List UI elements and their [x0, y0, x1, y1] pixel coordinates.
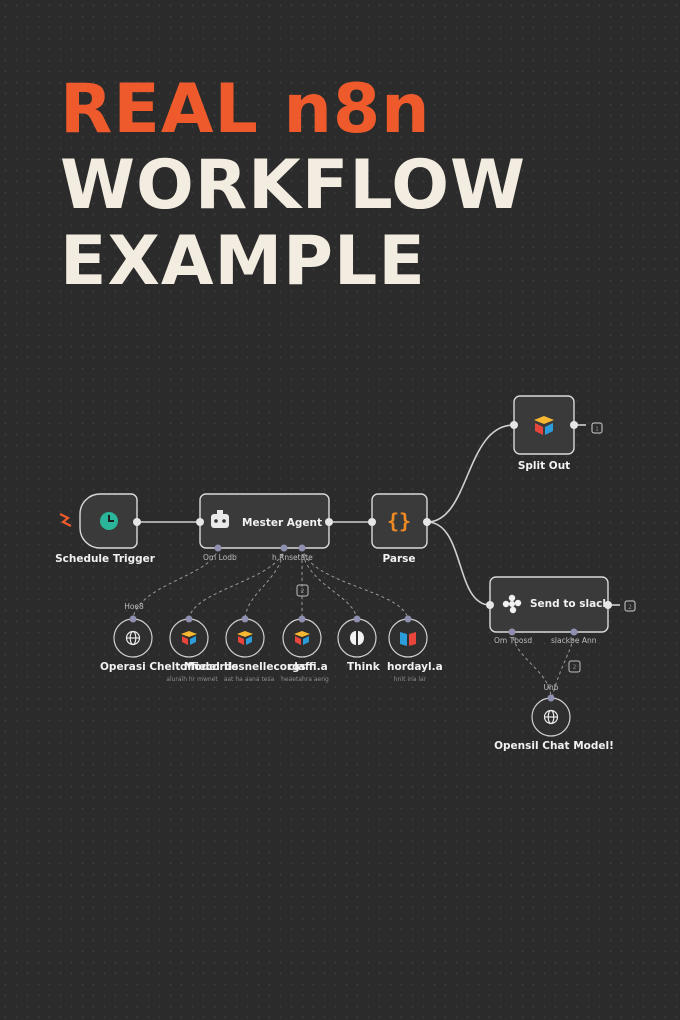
airtable-icon	[181, 631, 197, 645]
tool-label-1: Operasi Chelt Model	[100, 661, 220, 673]
parse-node[interactable]: {} Parse	[368, 493, 431, 565]
agent-sub-right: h Rnsetate	[272, 553, 313, 562]
globe-icon	[543, 709, 559, 725]
headline: REAL n8n WORKFLOW EXAMPLE	[60, 72, 526, 300]
master-agent-node[interactable]: Mester Agent Om Lodb h Rnsetate 2	[196, 493, 333, 597]
agent-counter: 2	[301, 588, 305, 595]
master-agent-label: Mester Agent	[242, 517, 322, 529]
tool-label-3: liesnellecorgs	[224, 661, 306, 673]
wire-parse-slack	[426, 521, 491, 606]
headline-line-3: EXAMPLE	[60, 222, 426, 301]
send-to-slack-label: Send to slack	[530, 598, 610, 610]
dash-slack-model	[511, 631, 552, 699]
dash-agent-tool-1	[132, 547, 219, 621]
send-to-slack-node[interactable]: Send to slack Om Tbosd slackbe Ann 2 2	[486, 576, 636, 673]
tool-4[interactable]	[282, 615, 322, 658]
globe-icon	[125, 630, 141, 646]
tool-label-5: Think	[347, 661, 381, 673]
headline-line-2: WORKFLOW	[60, 146, 527, 225]
tool-label-2: offiecords	[180, 661, 238, 673]
tool-label-6: hordayl.a	[387, 661, 443, 673]
split-out-node[interactable]: 1 Split Out	[510, 395, 603, 472]
slack-port-badge: 2	[628, 604, 632, 611]
tool-label-4: claffi.a	[288, 661, 328, 673]
agent-sub-left: Om Lodb	[203, 553, 237, 562]
tool-sub-4: heaetahra aeng	[281, 676, 329, 683]
openai-model-label: Opensil Chat Model!	[494, 740, 614, 752]
wire-parse-split	[426, 424, 515, 523]
split-out-port-badge: 1	[595, 426, 599, 433]
lightning-icon	[59, 513, 72, 527]
openai-model-tag: Uhb	[543, 683, 558, 692]
tool-2[interactable]	[169, 615, 209, 658]
headline-line-1: REAL n8n	[60, 70, 431, 149]
tool-sub-2: aluraih hr mwnet	[166, 676, 218, 683]
robot-icon	[211, 510, 229, 528]
slack-sub-left: Om Tbosd	[494, 636, 532, 645]
dash-agent-tool-6	[301, 547, 409, 621]
airtable-icon	[294, 631, 310, 645]
dash-agent-tool-3	[244, 547, 285, 621]
dash-slack-model-2	[551, 631, 575, 699]
slack-counter: 2	[573, 664, 577, 671]
tool-6[interactable]	[388, 615, 428, 658]
dash-agent-tool-5	[301, 547, 358, 621]
tools-tag: Hoe8	[124, 602, 144, 611]
schedule-trigger-node[interactable]: Schedule Trigger	[55, 493, 156, 565]
tool-3[interactable]	[225, 615, 265, 658]
openai-model-node[interactable]: Uhb Opensil Chat Model!	[494, 683, 614, 752]
book-icon	[400, 632, 416, 646]
tool-1[interactable]	[113, 615, 153, 658]
tool-5[interactable]	[337, 615, 377, 658]
parse-label: Parse	[382, 553, 415, 565]
braces-icon: {}	[387, 509, 411, 533]
split-out-label: Split Out	[518, 460, 570, 472]
schedule-trigger-label: Schedule Trigger	[55, 553, 156, 565]
airtable-icon	[237, 631, 253, 645]
brain-icon	[350, 631, 364, 645]
slack-icon	[502, 594, 522, 614]
tool-sub-6: hnit ina lar	[394, 676, 427, 683]
airtable-icon	[534, 416, 554, 435]
slack-sub-right: slackbe Ann	[551, 636, 597, 645]
tool-sub-3: aat ha aana tesa	[224, 676, 275, 683]
